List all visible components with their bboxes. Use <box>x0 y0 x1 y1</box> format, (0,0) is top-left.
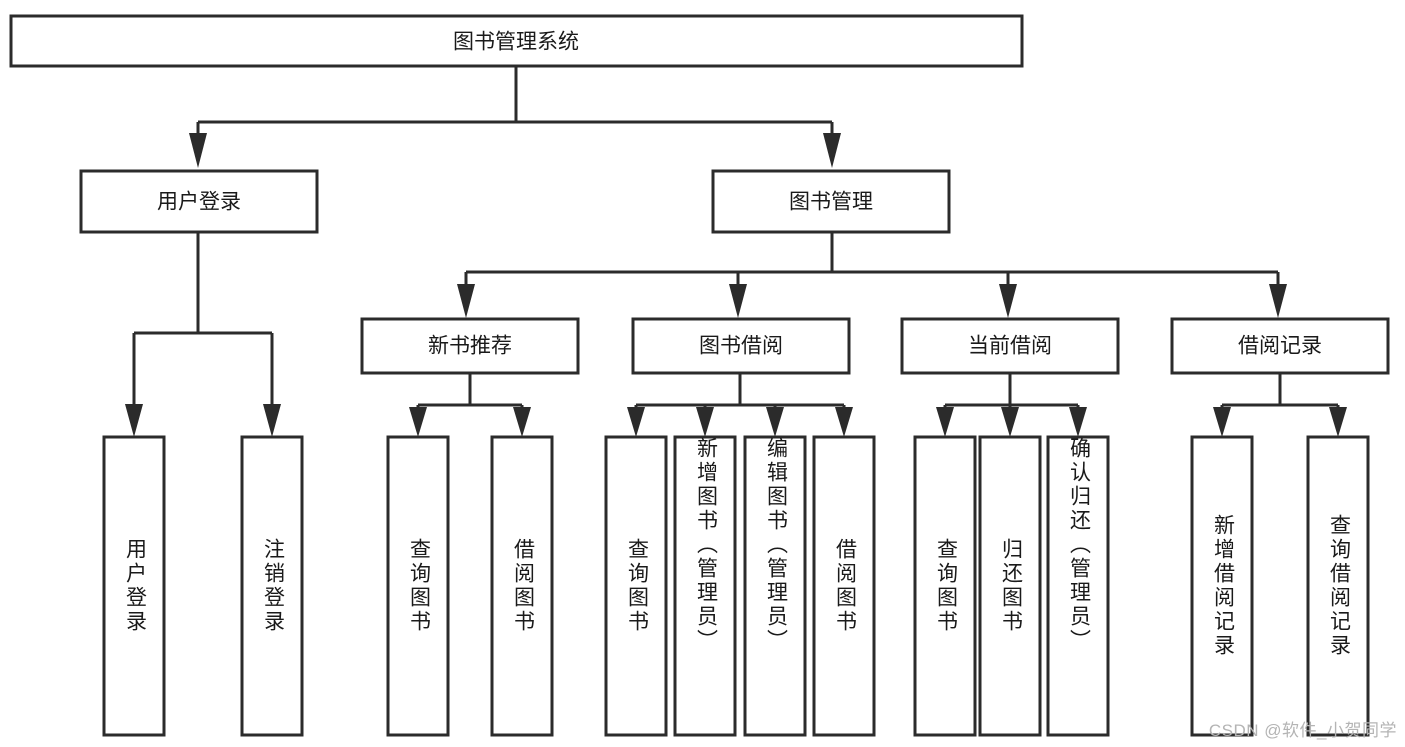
arrow-head-leaf-add-record <box>1213 407 1231 437</box>
leaf-label-add-book: 新增图书（管理员） <box>694 437 718 653</box>
node-new-book-recommend-label: 新书推荐 <box>428 335 512 358</box>
node-book-borrow[interactable] <box>631 317 851 375</box>
node-leaf-query-book-3[interactable] <box>913 435 977 737</box>
node-leaf-add-record[interactable] <box>1190 435 1254 737</box>
leaf-label-edit-book: 编辑图书（管理员） <box>764 437 788 653</box>
node-leaf-query-book-2[interactable] <box>604 435 668 737</box>
leaf-label-query-book-3: 查询图书 <box>934 538 958 634</box>
arrow-head-leaf-return-book <box>1001 407 1019 437</box>
leaf-label-query-record: 查询借阅记录 <box>1327 514 1351 658</box>
node-leaf-edit-book[interactable] <box>743 435 807 737</box>
node-book-manage[interactable] <box>711 169 951 234</box>
node-layer: 图书管理系统 用户登录 图书管理 新书推荐 图书借阅 当前借阅 借阅记录 <box>9 14 1390 737</box>
node-book-manage-label: 图书管理 <box>789 191 873 214</box>
leaf-label-borrow-book-1: 借阅图书 <box>511 538 535 634</box>
arrow-head-leaf-borrow-book-1 <box>513 407 531 437</box>
leaf-label-user-login: 用户登录 <box>123 538 147 634</box>
arrow-head-new-book-recommend <box>457 284 475 318</box>
node-user-login[interactable] <box>79 169 319 234</box>
node-borrow-record-label: 借阅记录 <box>1238 335 1322 358</box>
arrow-head-leaf-query-record <box>1329 407 1347 437</box>
arrow-head-borrow-record <box>1269 284 1287 318</box>
connector-layer <box>125 66 1347 437</box>
node-leaf-query-book-1[interactable] <box>386 435 450 737</box>
node-user-login-label: 用户登录 <box>157 191 241 214</box>
arrow-head-leaf-add-book <box>696 407 714 437</box>
node-leaf-user-logout[interactable] <box>240 435 304 737</box>
node-book-borrow-label: 图书借阅 <box>699 335 783 358</box>
arrow-head-leaf-confirm-return <box>1069 407 1087 437</box>
leaf-label-borrow-book-2: 借阅图书 <box>833 538 857 634</box>
node-current-borrow[interactable] <box>900 317 1120 375</box>
node-leaf-return-book[interactable] <box>978 435 1042 737</box>
node-leaf-add-book[interactable] <box>673 435 737 737</box>
leaf-label-confirm-return: 确认归还（管理员） <box>1067 437 1091 653</box>
arrow-head-leaf-edit-book <box>766 407 784 437</box>
node-root-label: 图书管理系统 <box>453 31 579 54</box>
arrow-head-user-login <box>189 133 207 168</box>
leaf-label-add-record: 新增借阅记录 <box>1211 514 1235 658</box>
node-leaf-user-login[interactable] <box>102 435 166 737</box>
node-leaf-query-record[interactable] <box>1306 435 1370 737</box>
node-leaf-confirm-return[interactable] <box>1046 435 1110 737</box>
leaf-label-query-book-2: 查询图书 <box>625 538 649 634</box>
arrow-head-leaf-query-book-1 <box>409 407 427 437</box>
arrow-head-leaf-user-logout <box>263 404 281 437</box>
leaf-label-user-logout: 注销登录 <box>261 538 285 634</box>
node-current-borrow-label: 当前借阅 <box>968 335 1052 358</box>
arrow-head-book-manage <box>823 133 841 168</box>
arrow-head-current-borrow <box>999 284 1017 318</box>
node-leaf-borrow-book-1[interactable] <box>490 435 554 737</box>
node-root[interactable] <box>9 14 1024 68</box>
arrow-head-leaf-query-book-2 <box>627 407 645 437</box>
csdn-watermark: CSDN @软件_小贺同学 <box>1208 721 1397 740</box>
node-leaf-borrow-book-2[interactable] <box>812 435 876 737</box>
arrow-head-book-borrow <box>729 284 747 318</box>
arrow-head-leaf-user-login <box>125 404 143 437</box>
node-new-book-recommend[interactable] <box>360 317 580 375</box>
arrow-head-leaf-borrow-book-2 <box>835 407 853 437</box>
leaf-label-query-book-1: 查询图书 <box>407 538 431 634</box>
arrow-head-leaf-query-book-3 <box>936 407 954 437</box>
leaf-label-return-book: 归还图书 <box>999 538 1023 634</box>
node-borrow-record[interactable] <box>1170 317 1390 375</box>
